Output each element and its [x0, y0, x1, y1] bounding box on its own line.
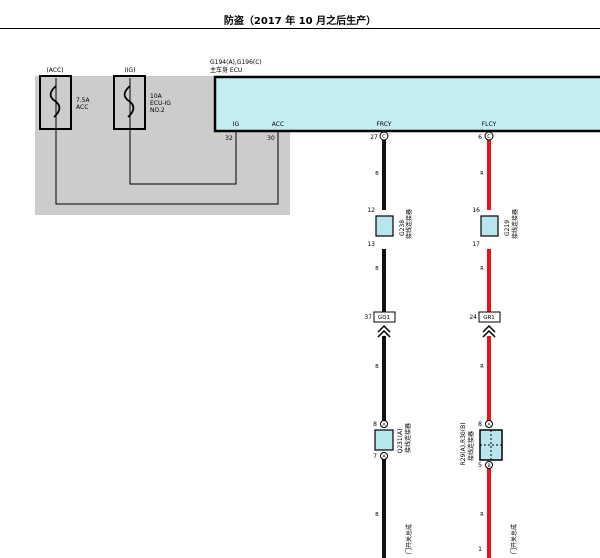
r29-pin-bottom: 5: [478, 462, 482, 469]
g238-code: G238: [399, 220, 406, 236]
gr1-pin: 24: [469, 314, 477, 321]
g219-code: G219: [504, 220, 511, 236]
right-wire-color-2: R: [480, 266, 484, 272]
gr1-chevron-icon: [482, 324, 496, 338]
q231-pin-bottom-cav: A: [382, 454, 386, 460]
title-divider: [0, 28, 600, 29]
r29-code: R29(A),R30(B): [460, 422, 467, 465]
q231-pin-top: 8: [373, 421, 377, 428]
ecu-box: [213, 75, 600, 133]
fuse-ig-rating: 10A: [150, 93, 163, 100]
right-wire-color-3: R: [480, 364, 484, 370]
r29-pin-top-marker: [485, 420, 493, 428]
ecu-pin-frcy-name: FRCY: [376, 121, 391, 128]
flcy-pin-marker: [484, 131, 494, 141]
q231-pin-bottom: 7: [373, 453, 377, 460]
g238-connector: [375, 215, 394, 237]
g238-pin-bottom: 13: [367, 241, 375, 248]
frcy-pin-cavity: C: [382, 134, 386, 140]
g219-connector: [480, 215, 499, 237]
wire-ig-feed: [129, 129, 237, 185]
ecu-pin-acc-name: ACC: [272, 121, 284, 128]
fuse-acc-icon: [49, 85, 61, 118]
left-wire-color-1: B: [375, 171, 379, 177]
r29-desc: 接线连接器: [467, 431, 475, 461]
r29-pin-bottom-marker: [485, 461, 493, 469]
r29-pin-top-cav: A: [487, 422, 491, 428]
g238-desc: 接线连接器: [405, 209, 413, 239]
gq1-inline-connector: [373, 311, 396, 323]
q231-pin-top-cav: A: [382, 422, 386, 428]
fuse-acc-name: ACC: [76, 104, 88, 111]
g219-pin-top: 16: [472, 207, 480, 214]
g219-pin-bottom: 17: [472, 241, 480, 248]
q231-code: Q231(A): [397, 429, 404, 454]
g238-pin-top: 12: [367, 207, 375, 214]
r29-pin-bottom-cav: B: [487, 463, 490, 469]
q231-pin-bottom-marker: [380, 452, 388, 460]
gr1-code: GR1: [483, 315, 495, 321]
left-bottom-label: 门开关总成: [405, 524, 413, 554]
gq1-code: GQ1: [378, 315, 390, 321]
frcy-pin-marker: [379, 131, 389, 141]
q231-desc: 接线连接器: [404, 423, 412, 453]
ecu-name: 主车身 ECU: [210, 66, 242, 74]
right-wire-color-1: R: [480, 171, 484, 177]
flcy-pin-cavity: C: [487, 134, 491, 140]
left-wire-color-2: B: [375, 266, 379, 272]
left-wire-color-3: B: [375, 364, 379, 370]
right-wire-color-4: R: [480, 512, 484, 518]
fuse-acc-rating: 7.5A: [76, 97, 91, 104]
gq1-pin: 37: [364, 314, 372, 321]
fuse-ig-name: ECU-IG: [150, 100, 171, 107]
q231-pin-top-marker: [380, 420, 388, 428]
fuse-acc-tag: (ACC): [46, 67, 63, 74]
right-bottom-label: 门开关总成: [510, 524, 518, 554]
ecu-pin-flcy-name: FLCY: [482, 121, 497, 128]
r29-pin-top: 8: [478, 421, 482, 428]
gr1-inline-connector: [478, 311, 501, 323]
ecu-pin-acc-num: 30: [267, 135, 275, 142]
gq1-chevron-icon: [377, 324, 391, 338]
fuse-ig-icon: [123, 85, 135, 118]
page-title: 防盗（2017 年 10 月之后生产）: [223, 16, 377, 27]
wire-acc-feed: [55, 129, 279, 205]
left-wire-color-4: B: [375, 512, 379, 518]
fuse-ig-tag: (IG): [124, 67, 135, 74]
flcy-pin-num: 6: [478, 134, 482, 141]
ecu-pin-ig-num: 32: [225, 135, 233, 142]
right-bottom-pin: 1: [478, 546, 482, 553]
frcy-pin-num: 27: [370, 134, 378, 141]
g219-desc: 接线连接器: [511, 209, 519, 239]
ecu-connector-codes: G194(A),G196(C): [210, 59, 262, 66]
fuse-ig-name2: NO.2: [150, 107, 165, 114]
q231-connector: [374, 429, 394, 451]
ecu-pin-ig-name: IG: [233, 121, 240, 128]
